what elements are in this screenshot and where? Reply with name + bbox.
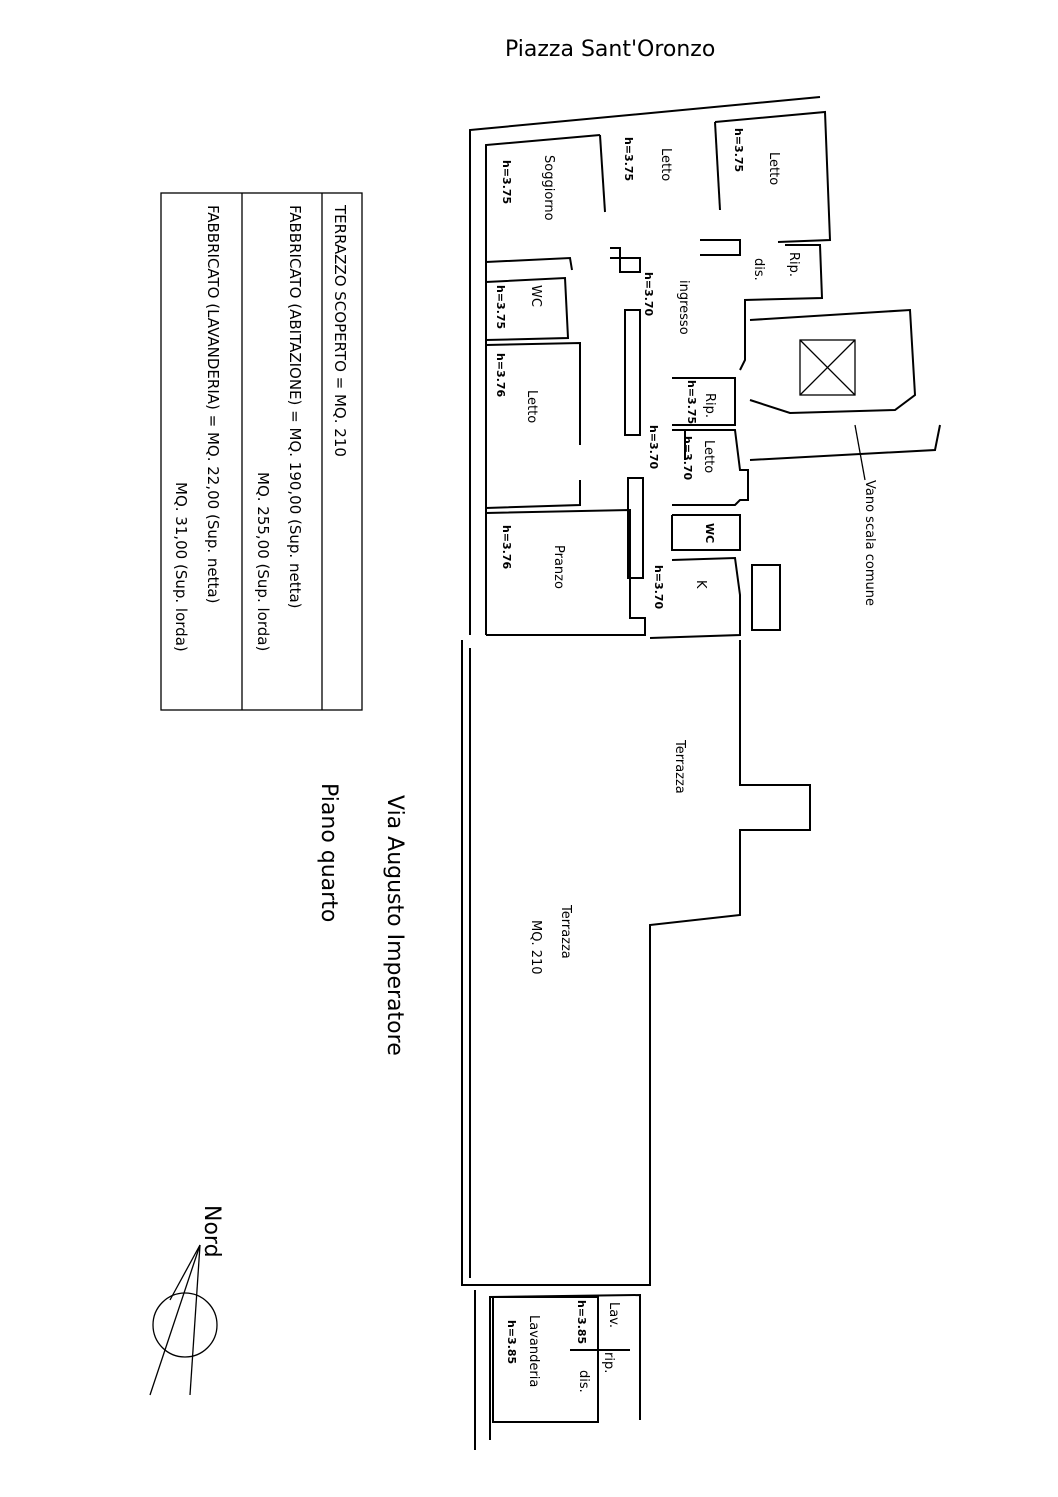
room-letto-4-h: h=3.70 (681, 436, 694, 481)
room-dis-1: dis. (751, 258, 766, 281)
room-rip-3: rip. (601, 1352, 616, 1373)
legend-lavanderia-netta: FABBRICATO (LAVANDERIA) = MQ. 22,00 (Sup… (204, 205, 222, 603)
terrace-outline (461, 640, 811, 1286)
room-wc-1: WC (528, 285, 543, 307)
room-lavanderia-h: h=3.85 (505, 1320, 518, 1364)
legend-abitazione-lorda: MQ. 255,00 (Sup. lorda) (254, 472, 272, 651)
room-terrazza-2: Terrazza (558, 904, 573, 959)
room-letto-1: Letto (658, 148, 673, 181)
legend-box: TERRAZZO SCOPERTO = MQ. 210 FABBRICATO (… (160, 192, 363, 711)
room-soggiorno-h: h=3.75 (500, 160, 513, 204)
room-lav-h: h=3.85 (575, 1300, 588, 1344)
lavanderia-walls (474, 1290, 641, 1450)
legend-abitazione-netta: FABBRICATO (ABITAZIONE) = MQ. 190,00 (Su… (286, 205, 304, 609)
apartment-walls (469, 96, 832, 639)
room-letto-3-h: h=3.76 (494, 353, 507, 398)
room-rip-1: Rip. (786, 252, 801, 277)
room-k: K (693, 580, 708, 589)
north-label: Nord (199, 1205, 224, 1258)
room-ingresso-h: h=3.70 (642, 272, 655, 317)
room-lavanderia: Lavanderia (526, 1315, 541, 1387)
room-terrazza-1: Terrazza (672, 739, 687, 794)
room-wc-2: WC (703, 523, 716, 543)
room-letto-2: Letto (766, 152, 781, 185)
room-terrazza-area: MQ. 210 (528, 920, 543, 975)
street-side-label: Via Augusto Imperatore (382, 795, 407, 1056)
room-letto-4: Letto (701, 440, 716, 473)
room-letto-1-h: h=3.75 (622, 137, 635, 181)
room-k-h: h=3.70 (652, 565, 665, 610)
room-pranzo: Pranzo (551, 545, 566, 589)
room-ingresso: ingresso (676, 280, 691, 335)
room-rip-2-h: h=3.75 (685, 380, 698, 424)
legend-terrazzo: TERRAZZO SCOPERTO = MQ. 210 (331, 204, 349, 457)
room-wc-1-h: h=3.75 (494, 285, 507, 329)
room-letto-2-h: h=3.75 (732, 128, 745, 172)
room-lav: Lav. (606, 1302, 621, 1328)
floor-label: Piano quarto (316, 783, 341, 922)
legend-lavanderia-lorda: MQ. 31,00 (Sup. lorda) (172, 482, 190, 652)
room-rip-2: Rip. (702, 393, 717, 418)
north-compass: Nord (149, 1205, 224, 1396)
room-soggiorno: Soggiorno (541, 155, 556, 221)
room-labels: Soggiorno h=3.75 Letto h=3.75 Letto h=3.… (494, 128, 801, 1393)
room-pranzo-h: h=3.76 (500, 525, 513, 570)
room-dis-2: dis. (576, 1370, 591, 1393)
staircase (749, 308, 941, 481)
corridor-h: h=3.70 (647, 425, 660, 470)
stair-label: Vano scala comune (862, 480, 877, 606)
room-letto-3: Letto (524, 390, 539, 423)
street-top-label: Piazza Sant'Oronzo (505, 37, 715, 62)
